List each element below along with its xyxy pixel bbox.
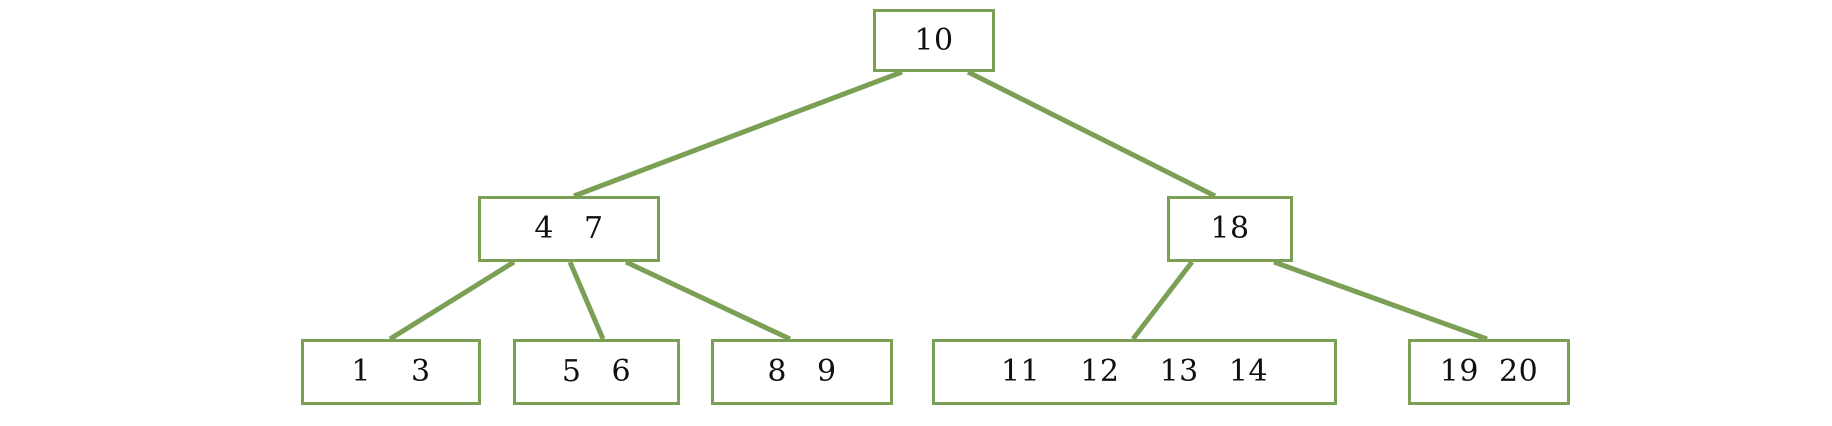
tree-node-leaf-2[interactable]: 5 6 [513, 339, 680, 405]
tree-node-label: 18 [1210, 211, 1250, 246]
tree-node-label: 8 9 [767, 354, 837, 389]
tree-node-leaf-3[interactable]: 8 9 [711, 339, 893, 405]
tree-node-label: 11 12 13 14 [1000, 354, 1269, 389]
tree-node-label: 4 7 [534, 211, 604, 246]
tree-node-root[interactable]: 10 [873, 9, 995, 72]
tree-edge [567, 261, 606, 340]
tree-node-label: 5 6 [561, 354, 632, 389]
tree-node-internal-right[interactable]: 18 [1167, 196, 1293, 262]
tree-node-label: 1 3 [351, 354, 431, 389]
tree-edge [1273, 259, 1488, 342]
tree-node-label: 19 20 [1439, 354, 1539, 389]
tree-edge [1131, 260, 1194, 341]
tree-node-leaf-4[interactable]: 11 12 13 14 [932, 339, 1337, 405]
tree-edge [624, 259, 792, 342]
tree-edge [388, 259, 516, 342]
tree-node-leaf-5[interactable]: 19 20 [1408, 339, 1570, 405]
tree-node-label: 10 [914, 22, 954, 58]
tree-edge [966, 69, 1217, 199]
tree-node-internal-left[interactable]: 4 7 [478, 196, 660, 262]
tree-node-leaf-1[interactable]: 1 3 [301, 339, 481, 405]
tree-edge [573, 69, 903, 199]
